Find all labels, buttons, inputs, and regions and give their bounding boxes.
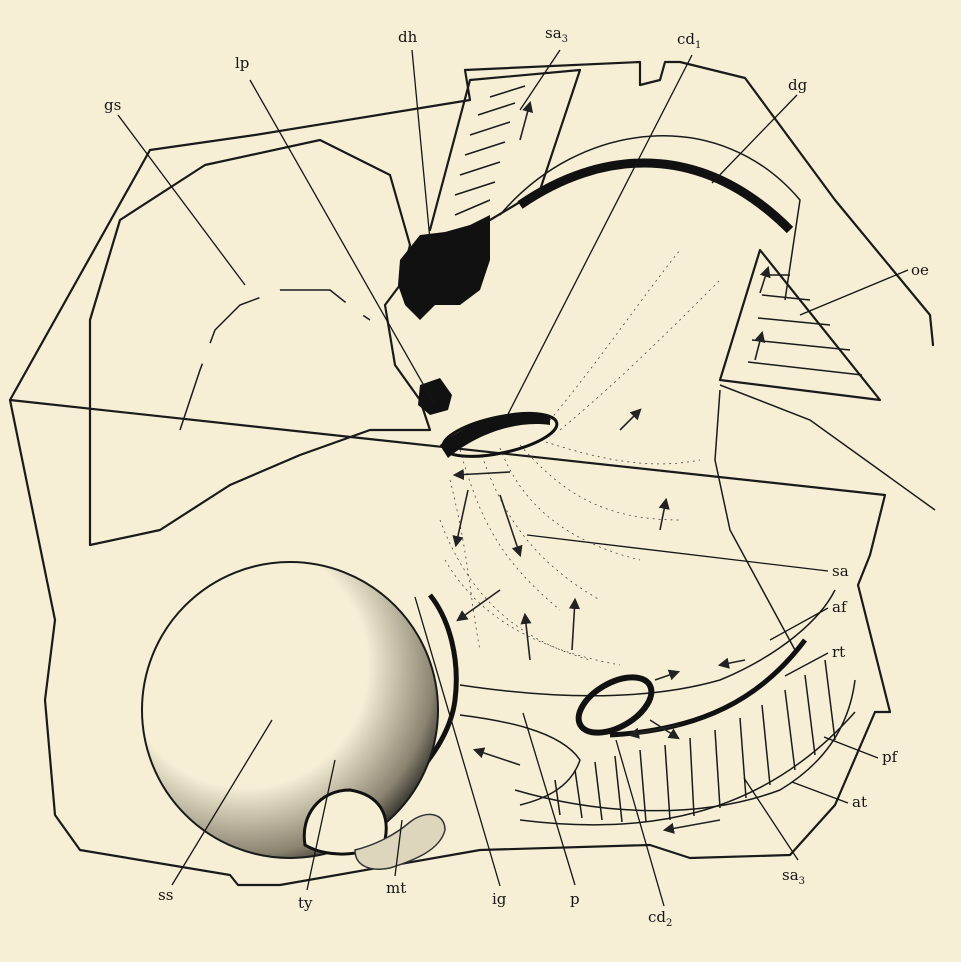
label-ig: ig [492,890,507,908]
label-cd1: cd1 [677,30,701,51]
oesophagus-edge [715,390,795,650]
label-dg: dg [788,76,808,94]
label-rt: rt [832,643,845,661]
dorsal-hood [398,215,490,320]
label-mt: mt [386,879,406,897]
label-af: af [832,598,848,616]
label-lp: lp [235,54,249,72]
label-oe: oe [911,261,929,279]
label-at: at [852,793,867,811]
oesophagus-lower-tract [720,385,935,510]
ridge-lines-upper [455,86,525,215]
posterior-fold-inner [520,712,855,825]
oesophagus-ridges [748,275,862,375]
label-cd2: cd2 [648,908,672,929]
style-sac [142,562,438,858]
label-sa3-top: sa3 [545,24,568,45]
retaining-ridge [610,640,805,735]
label-ty: ty [298,894,313,912]
label-sa3-bottom: sa3 [782,866,805,887]
label-ss: ss [158,886,173,904]
sorting-ridges-lower [555,660,835,822]
label-gs: gs [104,96,121,114]
dorsal-groove [520,163,790,230]
gastric-sac-outline [90,140,430,545]
oesophagus [720,250,880,400]
sorting-ridges-upper [430,70,580,230]
label-pf: pf [882,748,899,766]
label-p: p [570,890,580,908]
label-dh: dh [398,28,418,46]
leader-lines [118,50,908,906]
label-sa: sa [832,562,849,580]
gastric-shield [180,290,370,430]
